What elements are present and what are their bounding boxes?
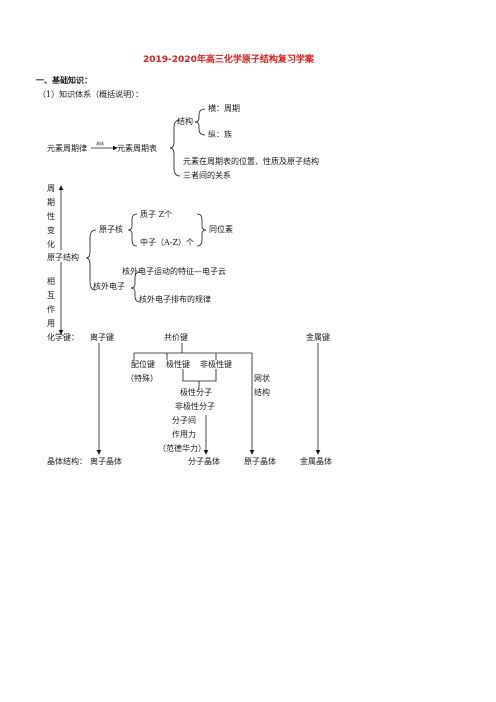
- network-label-2: 结构: [254, 388, 270, 397]
- molecule-bracket: [182, 369, 217, 382]
- nonpolar-bond-label: 非极性键: [200, 360, 232, 369]
- van-der-waals-label: （范德华力）: [158, 444, 206, 453]
- vertical-group: 纵：族: [208, 130, 232, 139]
- chemical-bond-label: 化学键：: [47, 333, 79, 342]
- section-heading: 一、基础知识：: [36, 76, 92, 85]
- molecular-crystal-label: 分子晶体: [188, 457, 220, 466]
- brace-atom: [85, 229, 97, 291]
- network-label-1: 网状: [254, 374, 270, 383]
- atomic-structure-label: 原子结构: [47, 253, 79, 262]
- subsection-heading: （1）知识体系（概括说明）：: [38, 90, 144, 99]
- brace-isotope: [196, 213, 207, 247]
- atomic-crystal-label: 原子晶体: [244, 457, 276, 466]
- horizontal-period: 横：周期: [208, 104, 240, 113]
- structure-label: 结构: [177, 117, 193, 126]
- electron-motion-label: 核外电子运动的特征—电子云: [122, 267, 226, 276]
- crystal-structure-label: 晶体结构：: [47, 457, 87, 466]
- vertical-char: 用: [47, 319, 55, 328]
- page-title: 2019-2020年高三化学原子结构复习学案: [143, 55, 314, 65]
- periodic-law: 元素周期律: [47, 144, 87, 153]
- electron-label: 核外电子: [93, 282, 125, 291]
- nucleus-label: 原子核: [99, 225, 123, 234]
- vertical-char: 变: [47, 226, 55, 235]
- relation-line-2: 三者间的关系: [183, 171, 231, 180]
- vertical-char: 互: [47, 291, 55, 300]
- polar-bond-label: 极性键: [166, 360, 190, 369]
- nonpolar-molecule-label: 非极性分子: [175, 402, 215, 411]
- metallic-bond-label: 金属键: [306, 333, 330, 342]
- brace-electron: [130, 271, 141, 303]
- intermolecular-label-2: 作用力: [172, 430, 196, 439]
- intermolecular-label-1: 分子间: [172, 416, 196, 425]
- covalent-bond-label: 共价键: [164, 333, 188, 342]
- periodic-table: 元素周期表: [117, 144, 157, 153]
- neutron-label: 中子（A-Z）个: [140, 238, 195, 247]
- brace-table: [169, 119, 181, 177]
- brace-structure: [194, 108, 206, 136]
- brace-nucleus: [127, 213, 138, 247]
- vertical-char: 周: [47, 184, 55, 193]
- vertical-char: 期: [47, 198, 55, 207]
- vertical-char: 化: [47, 240, 55, 249]
- arrow-label: 具体: [96, 141, 104, 146]
- coordinate-bond-label: 配位键: [131, 360, 155, 369]
- ionic-bond-label: 离子键: [90, 333, 114, 342]
- vertical-char: 性: [47, 212, 55, 221]
- polar-molecule-label: 极性分子: [180, 388, 212, 397]
- proton-label: 质子 Z个: [140, 210, 173, 219]
- vertical-char: 作: [47, 305, 55, 314]
- special-label: （特殊）: [126, 374, 158, 383]
- isotope-label: 同位素: [209, 225, 233, 234]
- vertical-char: 相: [47, 277, 55, 286]
- ionic-crystal-label: 离子晶体: [90, 457, 122, 466]
- relation-line-1: 元素在周期表的位置、性质及原子结构: [183, 157, 319, 166]
- metallic-crystal-label: 金属晶体: [300, 457, 332, 466]
- electron-arrangement-label: 核外电子排布的规律: [139, 295, 211, 304]
